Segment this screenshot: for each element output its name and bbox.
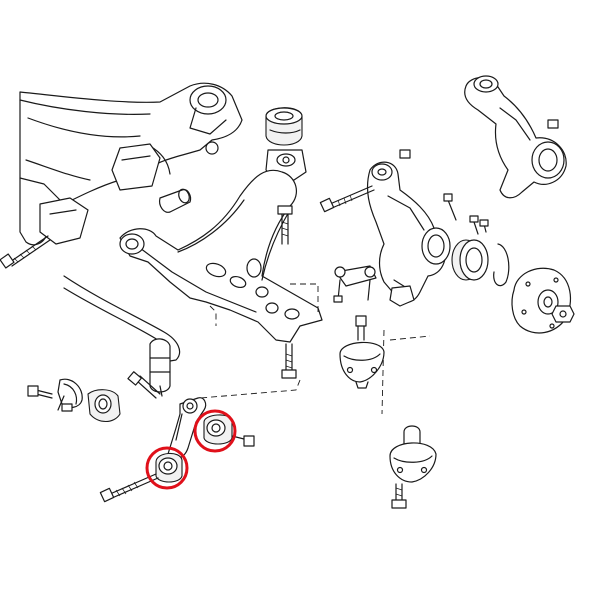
steering-knuckle-center	[366, 161, 451, 307]
wheel-bearing	[451, 239, 489, 281]
lower-control-arm	[119, 169, 323, 343]
stabilizer-clamp	[57, 378, 83, 412]
ball-joint-middle	[339, 315, 385, 389]
bracket-bolt	[277, 205, 293, 245]
bearing-bolts	[469, 215, 489, 235]
drop-link-bushing-lower	[155, 452, 183, 483]
highlight-circle-upper	[193, 409, 237, 453]
dash-line-4	[389, 335, 431, 341]
clamp-bolt	[27, 385, 53, 399]
steering-knuckle-alt	[464, 75, 567, 199]
lower-arm-rear-bushing	[265, 107, 303, 146]
wheel-hub	[511, 267, 572, 334]
dash-line-3	[199, 379, 301, 399]
snap-ring	[493, 243, 510, 287]
tie-rod-link	[333, 265, 377, 303]
stabilizer-bushing-left	[87, 389, 121, 423]
hub-nut	[551, 305, 575, 323]
subframe-bolt	[0, 235, 51, 269]
ball-joint-lower	[389, 425, 437, 509]
drop-link	[167, 397, 207, 460]
knuckle-bolt	[319, 185, 375, 213]
drop-link-bushing-upper	[203, 414, 233, 445]
knuckle-nut	[399, 149, 411, 159]
highlight-circle-lower	[145, 446, 189, 490]
arm-bolt	[281, 343, 297, 379]
subframe	[19, 82, 243, 246]
dash-line-5	[381, 329, 385, 415]
front-bushing-sleeve	[159, 188, 192, 213]
knuckle-small-bolt	[443, 193, 457, 221]
stabilizer-bar	[63, 275, 181, 397]
drop-link-bolt-lower	[99, 473, 159, 503]
drop-link-stud	[127, 371, 161, 399]
dash-line-1	[209, 305, 217, 326]
